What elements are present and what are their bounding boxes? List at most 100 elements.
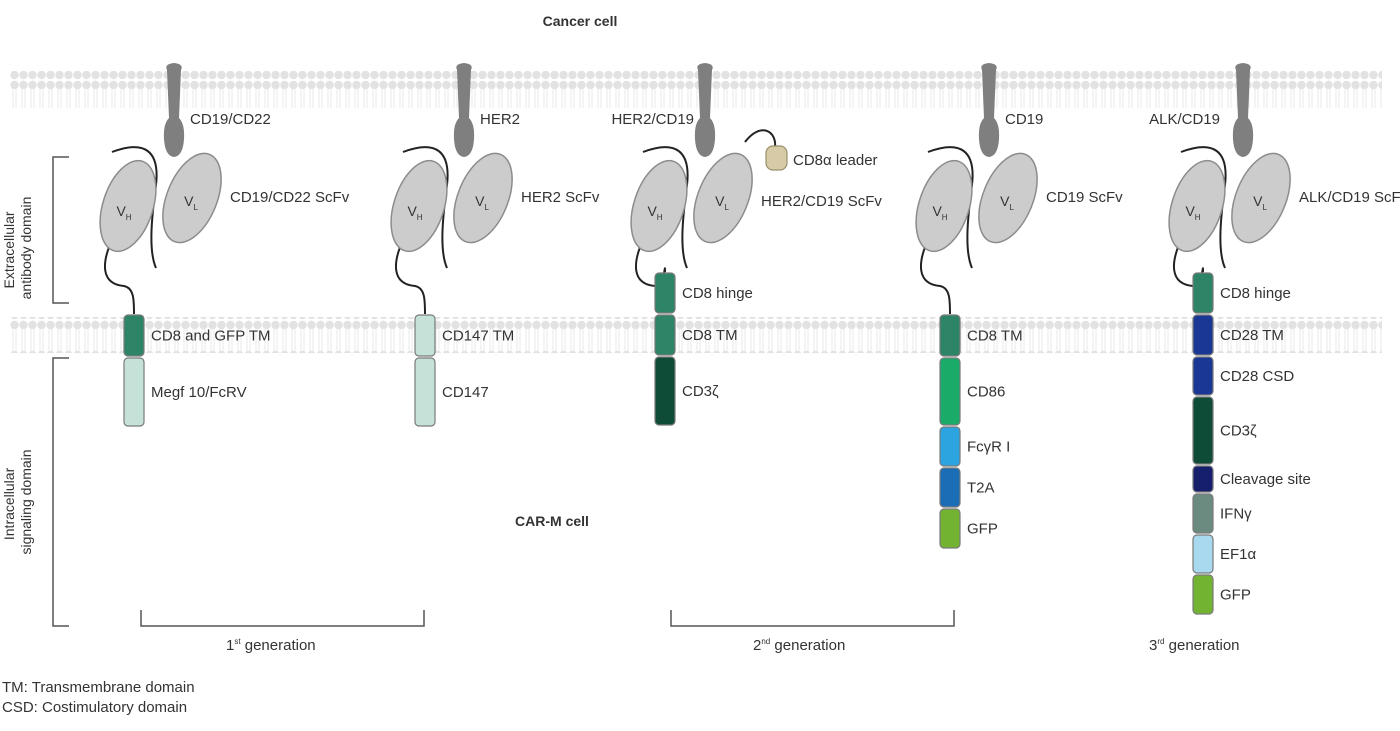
scfv-label: HER2 ScFv — [521, 189, 600, 206]
gen2-label: 2nd generation — [753, 637, 845, 654]
domain-segment — [654, 356, 676, 426]
domain-segment — [1192, 314, 1214, 356]
domain-label: CD147 TM — [442, 328, 514, 345]
vl-domain — [693, 152, 753, 244]
scfv-label: CD19 ScFv — [1046, 189, 1123, 206]
antigen-receptor — [163, 63, 185, 157]
domain-label: FcγR I — [967, 439, 1010, 456]
domain-label: CD86 — [967, 384, 1005, 401]
vh-label: VH — [932, 203, 947, 222]
vh-label: VH — [407, 203, 422, 222]
scfv-label: CD19/CD22 ScFv — [230, 189, 350, 206]
leader-label: CD8α leader — [793, 152, 878, 169]
vl-label: VL — [1253, 193, 1267, 212]
domain-label: IFNγ — [1220, 506, 1252, 523]
vh-domain — [99, 159, 157, 253]
gen2-bracket — [670, 610, 955, 627]
domain-label: CD3ζ — [682, 383, 719, 400]
domain-segment — [654, 314, 676, 356]
vh-label: VH — [1185, 203, 1200, 222]
domain-segment — [123, 357, 145, 427]
antigen-label: HER2 — [480, 111, 520, 128]
scfv-label: ALK/CD19 ScFv — [1299, 189, 1400, 206]
domain-label: Cleavage site — [1220, 471, 1311, 488]
vl-domain — [162, 152, 222, 244]
domain-segment — [1192, 574, 1214, 615]
antigen-label: ALK/CD19 — [1149, 111, 1220, 128]
domain-label: EF1α — [1220, 546, 1257, 563]
vh-label: VH — [116, 203, 131, 222]
antigen-label: HER2/CD19 — [611, 111, 694, 128]
cancer-cell-membrane — [10, 71, 1382, 108]
gen1-label: 1st generation — [226, 637, 316, 654]
leader-linker — [744, 129, 777, 149]
antigen-receptor — [978, 63, 1000, 157]
domain-label: CD28 CSD — [1220, 368, 1294, 385]
domain-label: T2A — [967, 480, 995, 497]
domain-label: GFP — [967, 521, 998, 538]
scfv-label: HER2/CD19 ScFv — [761, 193, 882, 210]
legend-tm: TM: Transmembrane domain — [2, 679, 195, 696]
vh-domain — [630, 159, 688, 253]
vh-domain — [390, 159, 448, 253]
domain-segment — [123, 314, 145, 357]
car-m-cell-label: CAR-M cell — [515, 513, 589, 529]
vl-label: VL — [475, 193, 489, 212]
domain-segment — [414, 357, 436, 427]
antigen-receptor — [694, 63, 716, 157]
vl-label: VL — [1000, 193, 1014, 212]
antigen-label: CD19/CD22 — [190, 111, 271, 128]
domain-label: CD28 TM — [1220, 327, 1284, 344]
domain-label: CD8 hinge — [682, 285, 753, 302]
domain-label: Megf 10/FcRV — [151, 384, 247, 401]
domain-segment — [1192, 272, 1214, 314]
domain-segment — [939, 314, 961, 357]
cancer-cell-label: Cancer cell — [543, 13, 618, 29]
domain-segment — [1192, 356, 1214, 396]
domain-label: CD8 and GFP TM — [151, 328, 271, 345]
domain-segment — [939, 357, 961, 426]
vh-label: VH — [647, 203, 662, 222]
domain-segment — [1192, 493, 1214, 534]
gen3-label: 3rd generation — [1149, 637, 1240, 654]
domain-segment — [939, 508, 961, 549]
vh-domain — [1168, 159, 1226, 253]
domain-label: CD8 TM — [682, 327, 738, 344]
legend-csd: CSD: Costimulatory domain — [2, 699, 187, 716]
domain-segment — [1192, 534, 1214, 574]
extracellular-bracket — [52, 156, 69, 304]
domain-segment — [1192, 465, 1214, 493]
vl-domain — [453, 152, 513, 244]
domain-segment — [939, 467, 961, 508]
domain-segment — [1192, 396, 1214, 465]
vl-label: VL — [184, 193, 198, 212]
extracellular-domain-label: Extracellular antibody domain — [1, 197, 34, 300]
gen1-bracket — [140, 610, 425, 627]
intracellular-bracket — [52, 357, 69, 627]
vl-domain — [1231, 152, 1291, 244]
intracellular-domain-label: Intracellular signaling domain — [1, 449, 34, 554]
antigen-receptor — [1232, 63, 1254, 157]
leader-peptide — [765, 145, 788, 171]
car-m-cell-membrane — [10, 317, 1382, 353]
domain-label: CD8 hinge — [1220, 285, 1291, 302]
domain-segment — [939, 426, 961, 467]
domain-segment — [414, 314, 436, 357]
domain-label: CD147 — [442, 384, 489, 401]
antigen-receptor — [453, 63, 475, 157]
vl-domain — [978, 152, 1038, 244]
vh-domain — [915, 159, 973, 253]
antigen-label: CD19 — [1005, 111, 1043, 128]
domain-label: GFP — [1220, 587, 1251, 604]
vl-label: VL — [715, 193, 729, 212]
domain-label: CD8 TM — [967, 328, 1023, 345]
domain-label: CD3ζ — [1220, 423, 1257, 440]
domain-segment — [654, 272, 676, 314]
